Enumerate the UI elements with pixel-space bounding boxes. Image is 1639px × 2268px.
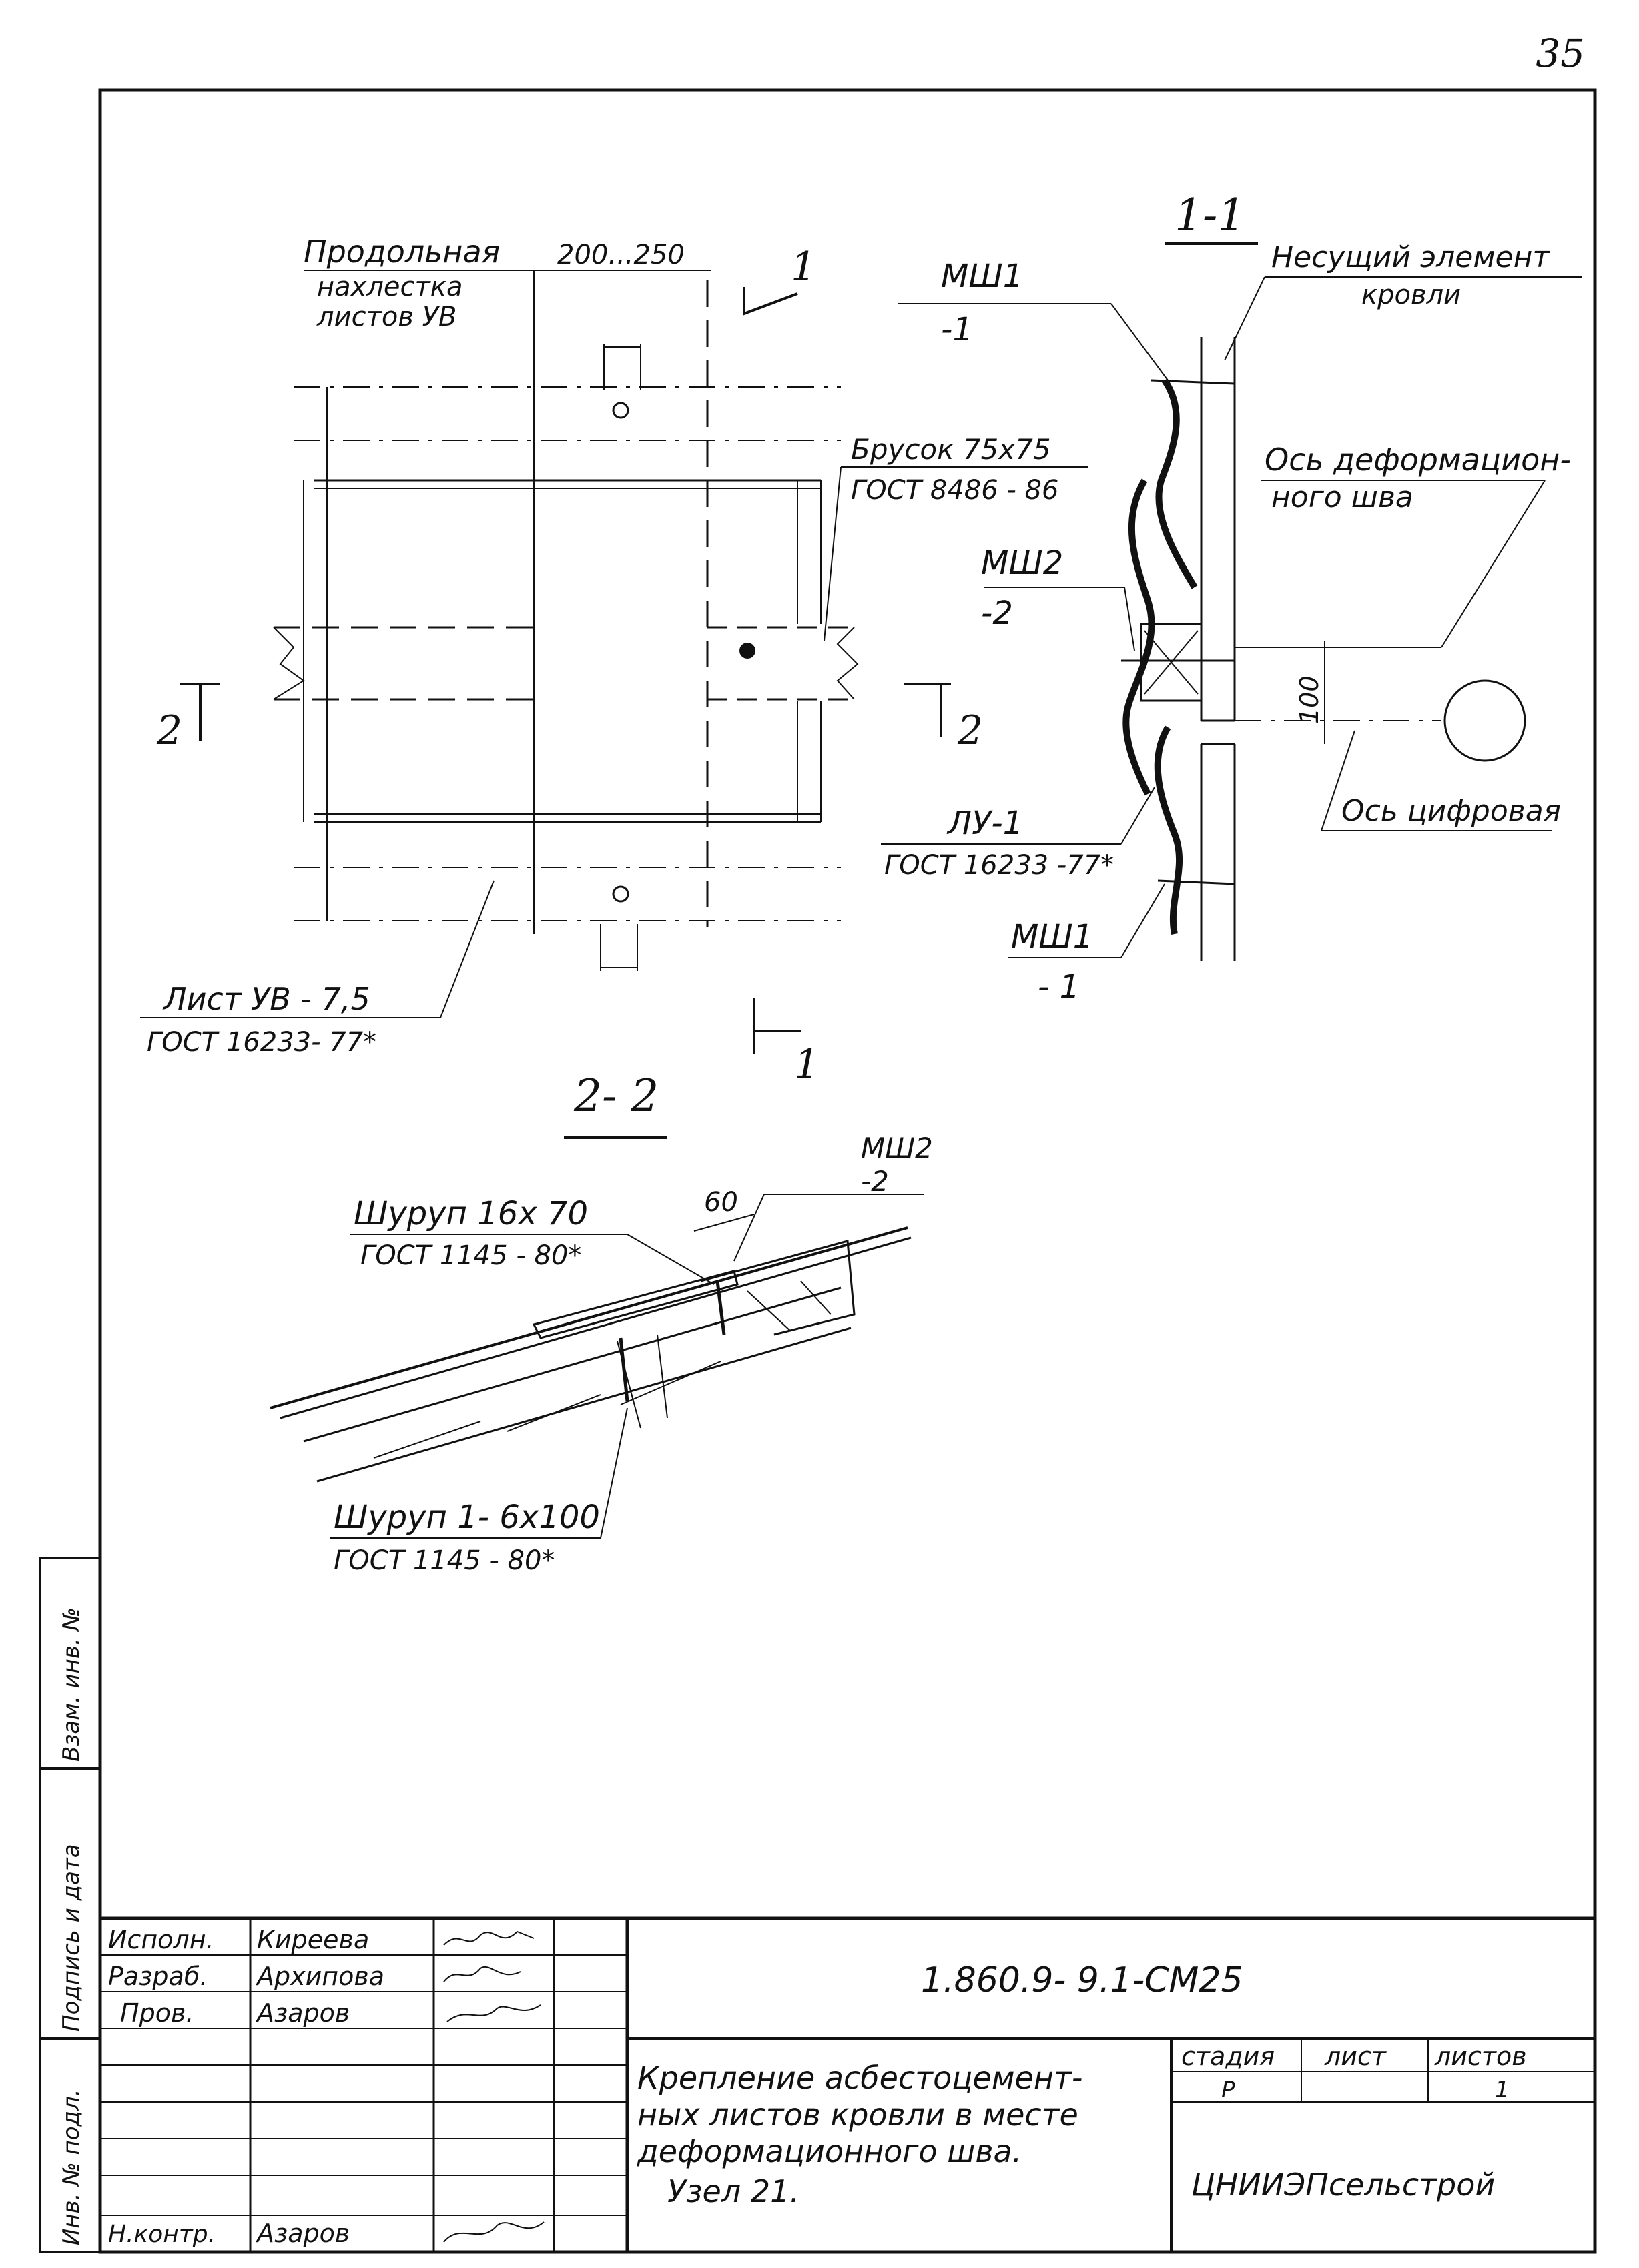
sig-name-4: Азаров [255,2219,350,2248]
label-lu-gost: ГОСТ 16233 -77* [884,850,1114,881]
drawing-title-3: деформационного шва. [637,2133,1022,2169]
sig-role-1: Исполн. [108,1925,214,1954]
sig-role-4: Н.контр. [108,2221,216,2248]
sig-role-2: Разраб. [108,1962,208,1991]
label-bearing-2: кровли [1361,280,1461,310]
label-screw2: Шуруп 1- 6х100 [334,1499,600,1536]
label-sheet-gost: ГОСТ 16233- 77* [147,1027,376,1058]
sig-name-1: Киреева [257,1925,369,1954]
label-msh2-22-sub: -2 [861,1165,889,1198]
label-msh1-top-sub: -1 [941,311,973,348]
label-screw1: Шуруп 16х 70 [354,1195,588,1232]
section-mark-1-bottom: 1 [794,1041,820,1088]
sheets-total: 1 [1495,2076,1510,2103]
section-1-1-title: 1-1 [1175,190,1245,241]
signature-1 [443,1930,535,1946]
organization: ЦНИИЭПсельстрой [1191,2167,1495,2203]
label-joint-axis-2: ного шва [1271,480,1413,514]
drawing-title-4: Узел 21. [667,2173,799,2209]
label-overlap-3: листов УВ [316,302,456,332]
label-msh2: МШ2 [981,544,1063,582]
designation: 1.860.9- 9.1-СМ25 [921,1960,1243,2000]
section-mark-1-top: 1 [791,244,816,290]
label-bearing-1: Несущий элемент [1271,240,1550,274]
section-mark-2-right: 2 [957,707,983,754]
label-overlap-1: Продольная [304,234,500,270]
label-msh1-bottom-sub: - 1 [1038,968,1080,1006]
label-bar-gost: ГОСТ 8486 - 86 [851,475,1058,506]
signature-3 [446,2004,541,2022]
plan-view: 200...250 Продольная нахлестка листов УВ… [140,234,1088,1088]
label-msh1-bottom: МШ1 [1011,918,1093,956]
sig-name-2: Архипова [255,1962,384,1991]
signature-2 [443,1966,521,1982]
label-msh2-sub: -2 [981,595,1013,632]
label-overlap-2: нахлестка [317,272,462,302]
side-stamp: Инв. № подл. Подпись и дата Взам. инв. № [58,1607,85,2245]
label-msh1-top: МШ1 [941,258,1023,295]
title-block: Исполн. Киреева Разраб. Архипова Пров. А… [100,1916,1595,2252]
label-bar: Брусок 75х75 [851,433,1051,466]
dim-overlap: 200...250 [557,240,685,270]
stage-value: Р [1221,2076,1235,2103]
label-msh2-22: МШ2 [861,1132,933,1164]
drawing-title-2: ных листов кровли в месте [637,2097,1078,2133]
section-2-2-title: 2- 2 [573,1070,659,1122]
section-1-1: 1-1 100 МШ1 -1 МШ2 -2 [881,190,1582,1006]
label-screw1-gost: ГОСТ 1145 - 80* [360,1240,581,1271]
side-stamp-signature: Подпись и дата [58,1844,85,2032]
section-2-2: 2- 2 60 МШ2 -2 Шуруп 16х 70 ГОСТ 1145 - … [270,1070,933,1576]
sheets-header: листов [1434,2042,1527,2071]
side-stamp-replace: Взам. инв. № [58,1607,85,1762]
label-lu: ЛУ-1 [946,805,1023,842]
stage-header: стадия [1181,2042,1275,2071]
dim-gap: 100 [1295,675,1324,724]
sig-role-3: Пров. [120,1998,194,2028]
drawing-frame [39,88,1597,2254]
signature-4 [443,2221,545,2243]
sig-name-3: Азаров [255,1998,350,2028]
side-stamp-inv: Инв. № подл. [58,2089,85,2245]
section-mark-2-left: 2 [156,707,182,754]
dim-60: 60 [704,1187,738,1218]
drawing-title-1: Крепление асбестоцемент- [637,2060,1082,2096]
label-joint-axis-1: Ось деформацион- [1265,442,1571,478]
page-number: 35 [1536,31,1585,76]
sheet-header: лист [1324,2042,1387,2071]
label-screw2-gost: ГОСТ 1145 - 80* [334,1545,555,1576]
label-digit-axis: Ось цифровая [1341,794,1561,828]
label-sheet: Лист УВ - 7,5 [162,981,370,1017]
